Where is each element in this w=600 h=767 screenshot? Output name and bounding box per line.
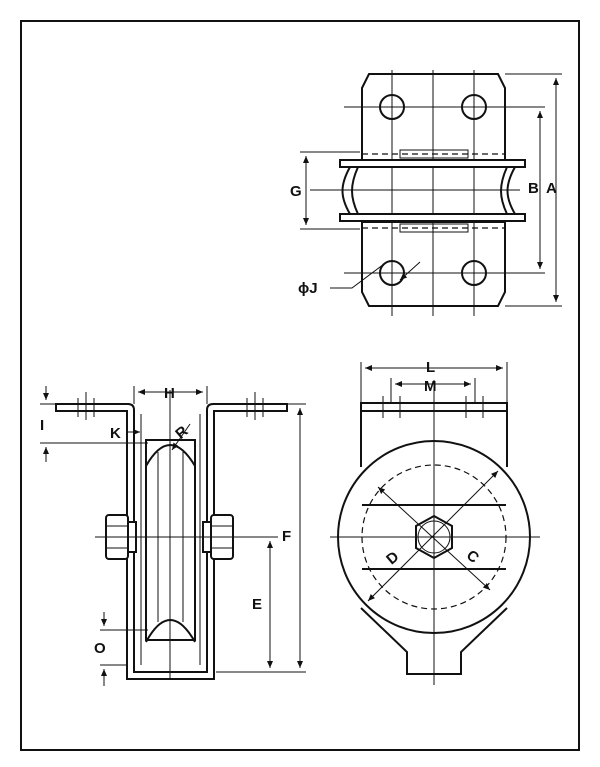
wheel-groove-profile bbox=[341, 166, 351, 215]
label-G: G bbox=[290, 183, 302, 200]
label-M: M bbox=[424, 378, 437, 395]
label-B: B bbox=[528, 180, 539, 197]
top-view: A B G ϕJ bbox=[290, 70, 562, 316]
side-view: H I K R F E O bbox=[40, 385, 306, 686]
label-L: L bbox=[426, 359, 435, 376]
label-E: E bbox=[252, 596, 262, 613]
dimension-leader-R bbox=[171, 423, 191, 451]
label-J: ϕJ bbox=[298, 280, 318, 297]
dimension-leader-J bbox=[330, 263, 385, 289]
drawing-frame bbox=[20, 20, 580, 751]
wheel-flange-top bbox=[339, 159, 526, 168]
dimension-line-D bbox=[367, 470, 499, 602]
wheel-flange-bottom bbox=[339, 213, 526, 222]
front-view: L M D C bbox=[330, 359, 540, 685]
u-bracket bbox=[55, 403, 288, 680]
label-H: H bbox=[164, 385, 175, 402]
label-I: I bbox=[40, 417, 44, 434]
label-F: F bbox=[282, 528, 291, 545]
label-C: C bbox=[463, 547, 482, 567]
label-A: A bbox=[546, 180, 557, 197]
label-K: K bbox=[110, 425, 121, 442]
dimension-line-C bbox=[377, 486, 491, 591]
label-D: D bbox=[383, 548, 402, 568]
label-O: O bbox=[94, 640, 106, 657]
